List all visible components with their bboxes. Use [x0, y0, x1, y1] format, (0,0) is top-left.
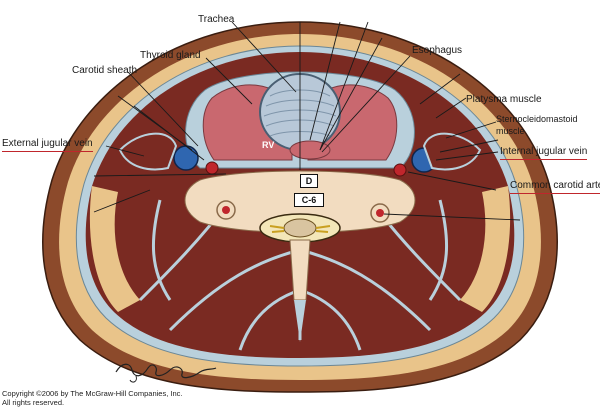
internal-jugular-left — [173, 145, 199, 171]
scm-label-line2: muscle — [496, 126, 525, 136]
nuchal-fascia — [294, 300, 306, 342]
external-jugular-vein-label: External jugular vein — [2, 138, 93, 152]
lateral-fat-left — [89, 186, 140, 312]
nerve-roots — [269, 225, 331, 233]
spinal-cord — [283, 218, 317, 238]
copyright-line-2: All rights reserved. — [2, 398, 65, 407]
sternocleidomastoid-left — [118, 132, 178, 171]
common-carotid-artery-label: Common carotid artery — [510, 180, 600, 194]
copyright-notice: Copyright ©2006 by The McGraw-Hill Compa… — [2, 389, 182, 407]
copyright-line-1: Copyright ©2006 by The McGraw-Hill Compa… — [2, 389, 183, 398]
esophagus-label: Esophagus — [412, 45, 463, 56]
spinous-process — [289, 239, 311, 301]
platysma-muscle-label: Platysma muscle — [466, 94, 542, 105]
internal-jugular-vein-label: Internal jugular vein — [500, 146, 588, 160]
lateral-fat-right — [460, 186, 511, 312]
leader-lines — [93, 21, 521, 221]
common-carotid-right — [393, 163, 407, 177]
trachea-label: Trachea — [198, 14, 235, 25]
common-carotid-left — [205, 161, 219, 175]
scm-label-line1: Sternocleidomastoid — [496, 114, 578, 124]
thyroid-gland-label: Thyroid gland — [140, 50, 201, 61]
vertebra-label-d: D — [300, 174, 318, 188]
rv-label: RV — [262, 140, 275, 150]
carotid-sheath-label: Carotid sheath — [72, 65, 138, 76]
vertebra-label-c6: C-6 — [294, 193, 324, 207]
artist-signature — [115, 363, 217, 383]
sternocleidomastoid-right — [422, 132, 482, 171]
